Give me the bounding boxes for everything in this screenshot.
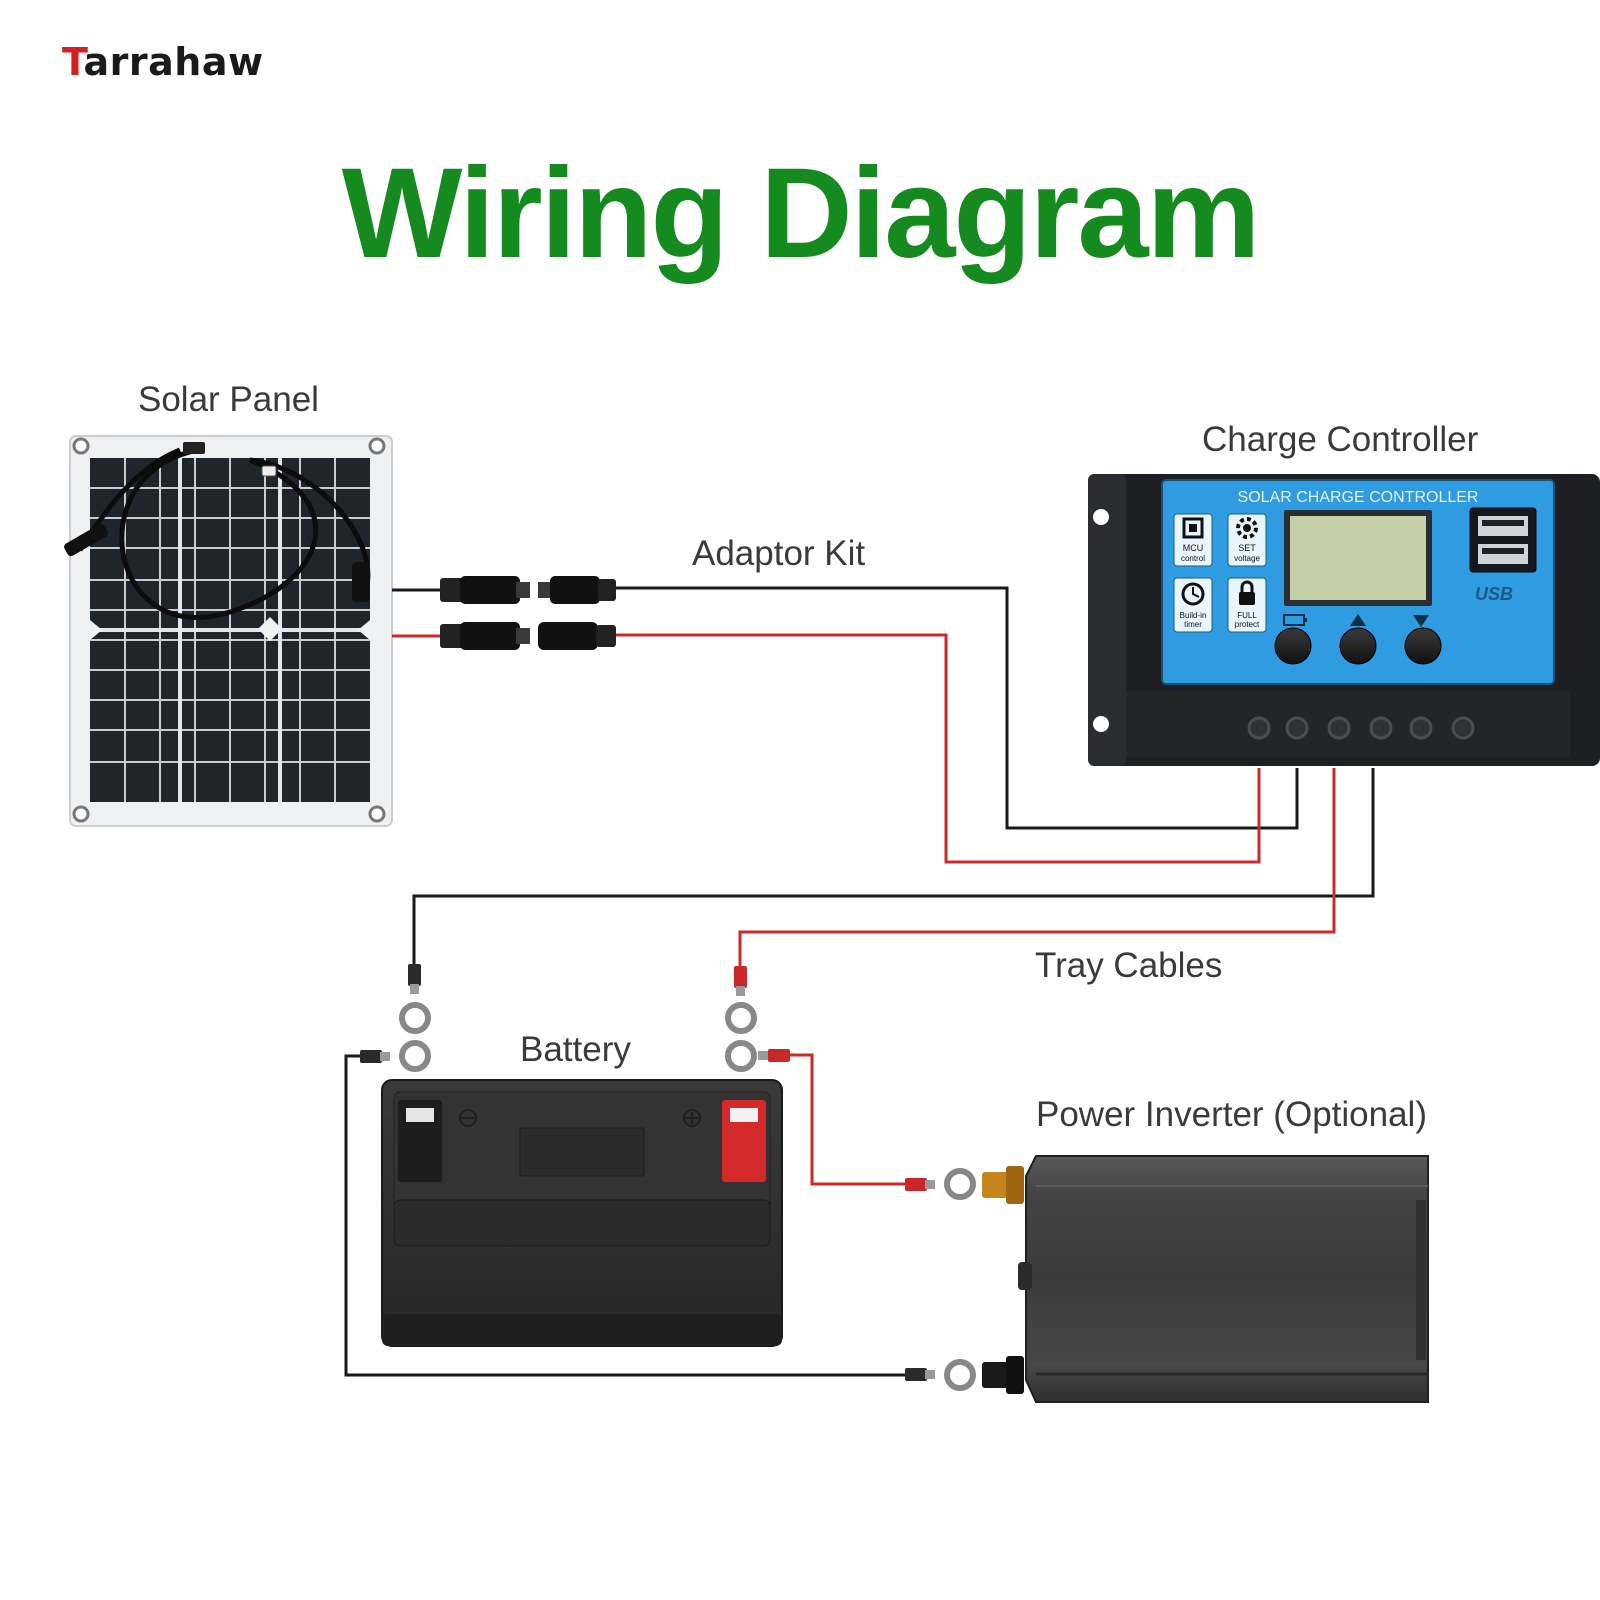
brand-first-letter: T [62,40,84,84]
wire-adaptor-black [615,586,1299,830]
feature-set-voltage: SET voltage [1227,513,1267,567]
wire-inverter-red [790,1053,905,1186]
inverter-positive-post [982,1166,1024,1204]
button-down[interactable] [1404,627,1442,665]
up-arrow-icon [1350,614,1366,626]
lcd-screen [1290,516,1426,600]
label-adaptor-kit: Adaptor Kit [692,534,866,573]
battery-negative-terminal [398,1100,442,1182]
label-tray-cables: Tray Cables [1035,946,1223,985]
feature-full-protect: FULL protect [1227,577,1267,633]
battery-icon [1283,614,1307,626]
lock-icon [1239,580,1255,605]
battery-positive-terminal [722,1100,766,1182]
solar-panel [64,435,393,827]
mc4-connector-black-male [440,576,530,604]
terminal-screws [1247,716,1475,740]
brand-logo: Tarrahaw [62,40,264,84]
button-up[interactable] [1339,627,1377,665]
ring-terminals [360,964,976,1391]
wire-inverter-black [344,1054,905,1377]
label-solar-panel: Solar Panel [138,380,319,419]
label-battery: Battery [520,1030,631,1069]
clock-icon [1181,582,1205,606]
feature-mcu: MCU control [1173,513,1213,567]
ring-terminal-battery-pos-top [725,966,757,1034]
mc4-connector-red-male [440,622,530,650]
feature-full-line2: protect [1235,620,1260,629]
controller-buttons [1274,614,1442,665]
charge-controller: SOLAR CHARGE CONTROLLER MCU control SET … [1088,474,1600,766]
controller-header: SOLAR CHARGE CONTROLLER [1238,489,1479,506]
usb-ports: USB [1469,507,1537,604]
brand-rest: arrahaw [83,40,264,84]
feature-full-line1: FULL [1237,611,1257,620]
power-inverter [982,1155,1429,1403]
gear-icon [1236,517,1258,539]
button-left[interactable] [1274,627,1312,665]
feature-timer-line1: Build-in [1180,611,1207,620]
feature-timer: Build-in timer [1173,577,1213,633]
ring-terminal-inverter-pos [905,1168,976,1200]
battery [381,1079,783,1347]
mc4-connector-red-female [538,622,616,650]
panel-cell-grid [90,458,370,802]
adaptor-kit-connectors [440,576,616,650]
ring-terminal-battery-pos-side [725,1040,790,1072]
usb-label: USB [1475,584,1513,604]
feature-set-line1: SET [1238,543,1256,553]
mc4-connector-black-female [538,576,616,604]
wires [344,586,1375,1377]
label-power-inverter: Power Inverter (Optional) [1036,1095,1427,1134]
feature-timer-line2: timer [1184,620,1202,629]
label-charge-controller: Charge Controller [1202,420,1479,459]
ring-terminal-battery-neg-top [399,964,431,1034]
wire-adaptor-red [615,633,1261,864]
inverter-negative-post [982,1356,1024,1394]
wire-battery-red [738,768,1336,966]
down-arrow-icon [1413,615,1429,627]
mcu-chip-icon [1182,517,1204,539]
ring-terminal-battery-neg-side [360,1040,431,1072]
feature-mcu-line1: MCU [1183,543,1204,553]
ring-terminal-inverter-neg [905,1359,976,1391]
page-title: Wiring Diagram [341,142,1261,285]
feature-mcu-line2: control [1181,554,1205,563]
wire-battery-black [412,768,1375,964]
feature-set-line2: voltage [1234,554,1260,563]
